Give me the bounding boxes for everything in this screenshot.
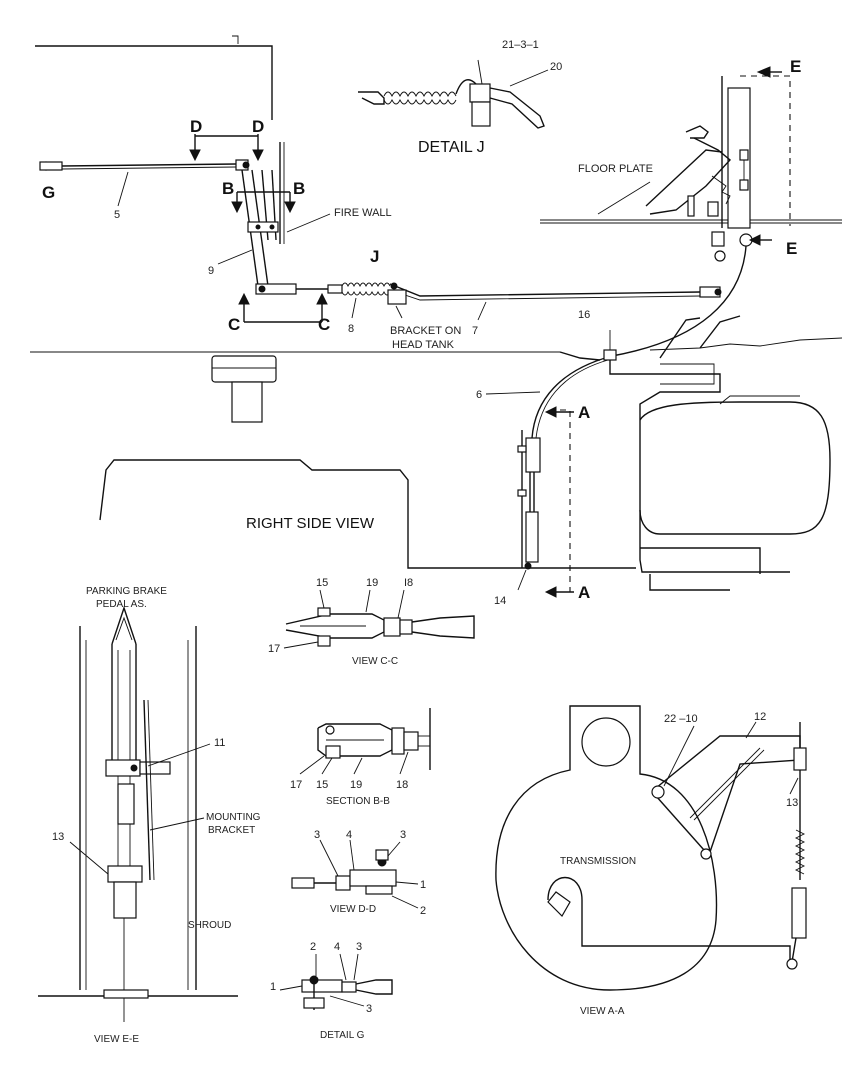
- section-marker-c: C: [228, 315, 240, 334]
- section-marker-d: D: [190, 117, 202, 136]
- bracket-label-line2: HEAD TANK: [392, 339, 455, 351]
- section-marker-c: C: [318, 315, 330, 334]
- transmission-outline: [609, 315, 831, 591]
- right-side-view-title: RIGHT SIDE VIEW: [246, 515, 375, 532]
- part-label: 3: [314, 829, 320, 841]
- part-label: 13: [786, 797, 798, 809]
- part-label: 22 –10: [664, 713, 698, 725]
- view-ee-drawing: PARKING BRAKE PEDAL AS. 11 MOUNTING BRAC…: [38, 586, 261, 1045]
- pedal-assembly: FLOOR PLATE E E: [540, 57, 842, 357]
- part-label: 15: [316, 577, 328, 589]
- cable-6: 16 6: [476, 309, 617, 439]
- part-label: 17: [268, 643, 280, 655]
- part-label: 17: [290, 779, 302, 791]
- detail-j-title: DETAIL J: [418, 139, 485, 156]
- part-label: 5: [114, 209, 120, 221]
- view-dd-title: VIEW D-D: [330, 904, 376, 915]
- parking-brake-label-line1: PARKING BRAKE: [86, 586, 167, 597]
- section-marker-b: B: [222, 179, 234, 198]
- part-label: 2: [420, 905, 426, 917]
- section-marker-g: G: [42, 183, 55, 202]
- part-label: 16: [578, 309, 590, 321]
- part-label: I8: [404, 577, 413, 589]
- part-label: 19: [366, 577, 378, 589]
- detail-g-drawing: 1 2 4 3 3 DETAIL G: [270, 941, 393, 1041]
- part-label: 13: [52, 831, 64, 843]
- view-ee-title: VIEW E-E: [94, 1034, 139, 1045]
- view-aa-title: VIEW A-A: [580, 1006, 625, 1017]
- part-label: 14: [494, 595, 506, 607]
- mounting-bracket-label-line2: BRACKET: [208, 825, 255, 836]
- part-label: 7: [472, 325, 478, 337]
- part-label: 11: [214, 737, 225, 749]
- fire-wall: FIRE WALL: [279, 142, 392, 244]
- part-label: 3: [356, 941, 362, 953]
- section-dd-marker: D D: [189, 117, 264, 162]
- rod-8-7: 8 7 BRACKET ON HEAD TANK J: [296, 247, 722, 351]
- section-cc-marker: C C: [228, 292, 330, 334]
- lever-9: 9: [208, 169, 297, 295]
- fire-wall-label: FIRE WALL: [334, 207, 392, 219]
- section-bb-title: SECTION B-B: [326, 796, 390, 807]
- part-label: 3: [366, 1003, 372, 1015]
- section-bb-drawing: 17 15 19 18 SECTION B-B: [290, 708, 431, 807]
- part-label: 1: [270, 981, 276, 993]
- part-label: 2: [310, 941, 316, 953]
- view-aa-drawing: 22 –10 12 13 TRANSMISSION VIEW A-A: [495, 705, 807, 1017]
- bracket-label-line1: BRACKET ON: [390, 325, 461, 337]
- view-dd-drawing: 3 4 3 1 2 VIEW D-D: [291, 829, 426, 917]
- view-cc-title: VIEW C-C: [352, 656, 398, 667]
- view-cc-drawing: 15 19 I8 17 VIEW C-C: [268, 577, 475, 667]
- shroud-label: SHROUD: [188, 920, 231, 931]
- part-label: 1: [420, 879, 426, 891]
- rod-5: 5 G: [39, 159, 250, 221]
- actuator-assembly: 14 A A: [494, 403, 590, 607]
- detail-g-title: DETAIL G: [320, 1030, 365, 1041]
- part-label: 3: [400, 829, 406, 841]
- chassis-outline: [30, 35, 842, 361]
- section-marker-b: B: [293, 179, 305, 198]
- parking-brake-label-line2: PEDAL AS.: [96, 599, 147, 610]
- frame-outline: RIGHT SIDE VIEW: [99, 459, 636, 569]
- transmission-label: TRANSMISSION: [560, 856, 636, 867]
- floor-plate-label: FLOOR PLATE: [578, 163, 653, 175]
- part-label: 4: [334, 941, 340, 953]
- part-label: 12: [754, 711, 766, 723]
- part-label: 6: [476, 389, 482, 401]
- part-label: 9: [208, 265, 214, 277]
- section-marker-e: E: [786, 239, 797, 258]
- head-tank-block: [211, 355, 277, 423]
- part-label: 19: [350, 779, 362, 791]
- mounting-bracket-label-line1: MOUNTING: [206, 812, 261, 823]
- part-label: 4: [346, 829, 352, 841]
- section-marker-j: J: [370, 247, 379, 266]
- section-marker-a: A: [578, 583, 590, 602]
- part-label: 21–3–1: [502, 39, 539, 51]
- part-label: 18: [396, 779, 408, 791]
- section-marker-e: E: [790, 57, 801, 76]
- section-marker-a: A: [578, 403, 590, 422]
- part-label: 8: [348, 323, 354, 335]
- part-label: 20: [550, 61, 562, 73]
- detail-j-drawing: 21–3–1 20 DETAIL J: [358, 39, 562, 156]
- section-marker-d: D: [252, 117, 264, 136]
- part-label: 15: [316, 779, 328, 791]
